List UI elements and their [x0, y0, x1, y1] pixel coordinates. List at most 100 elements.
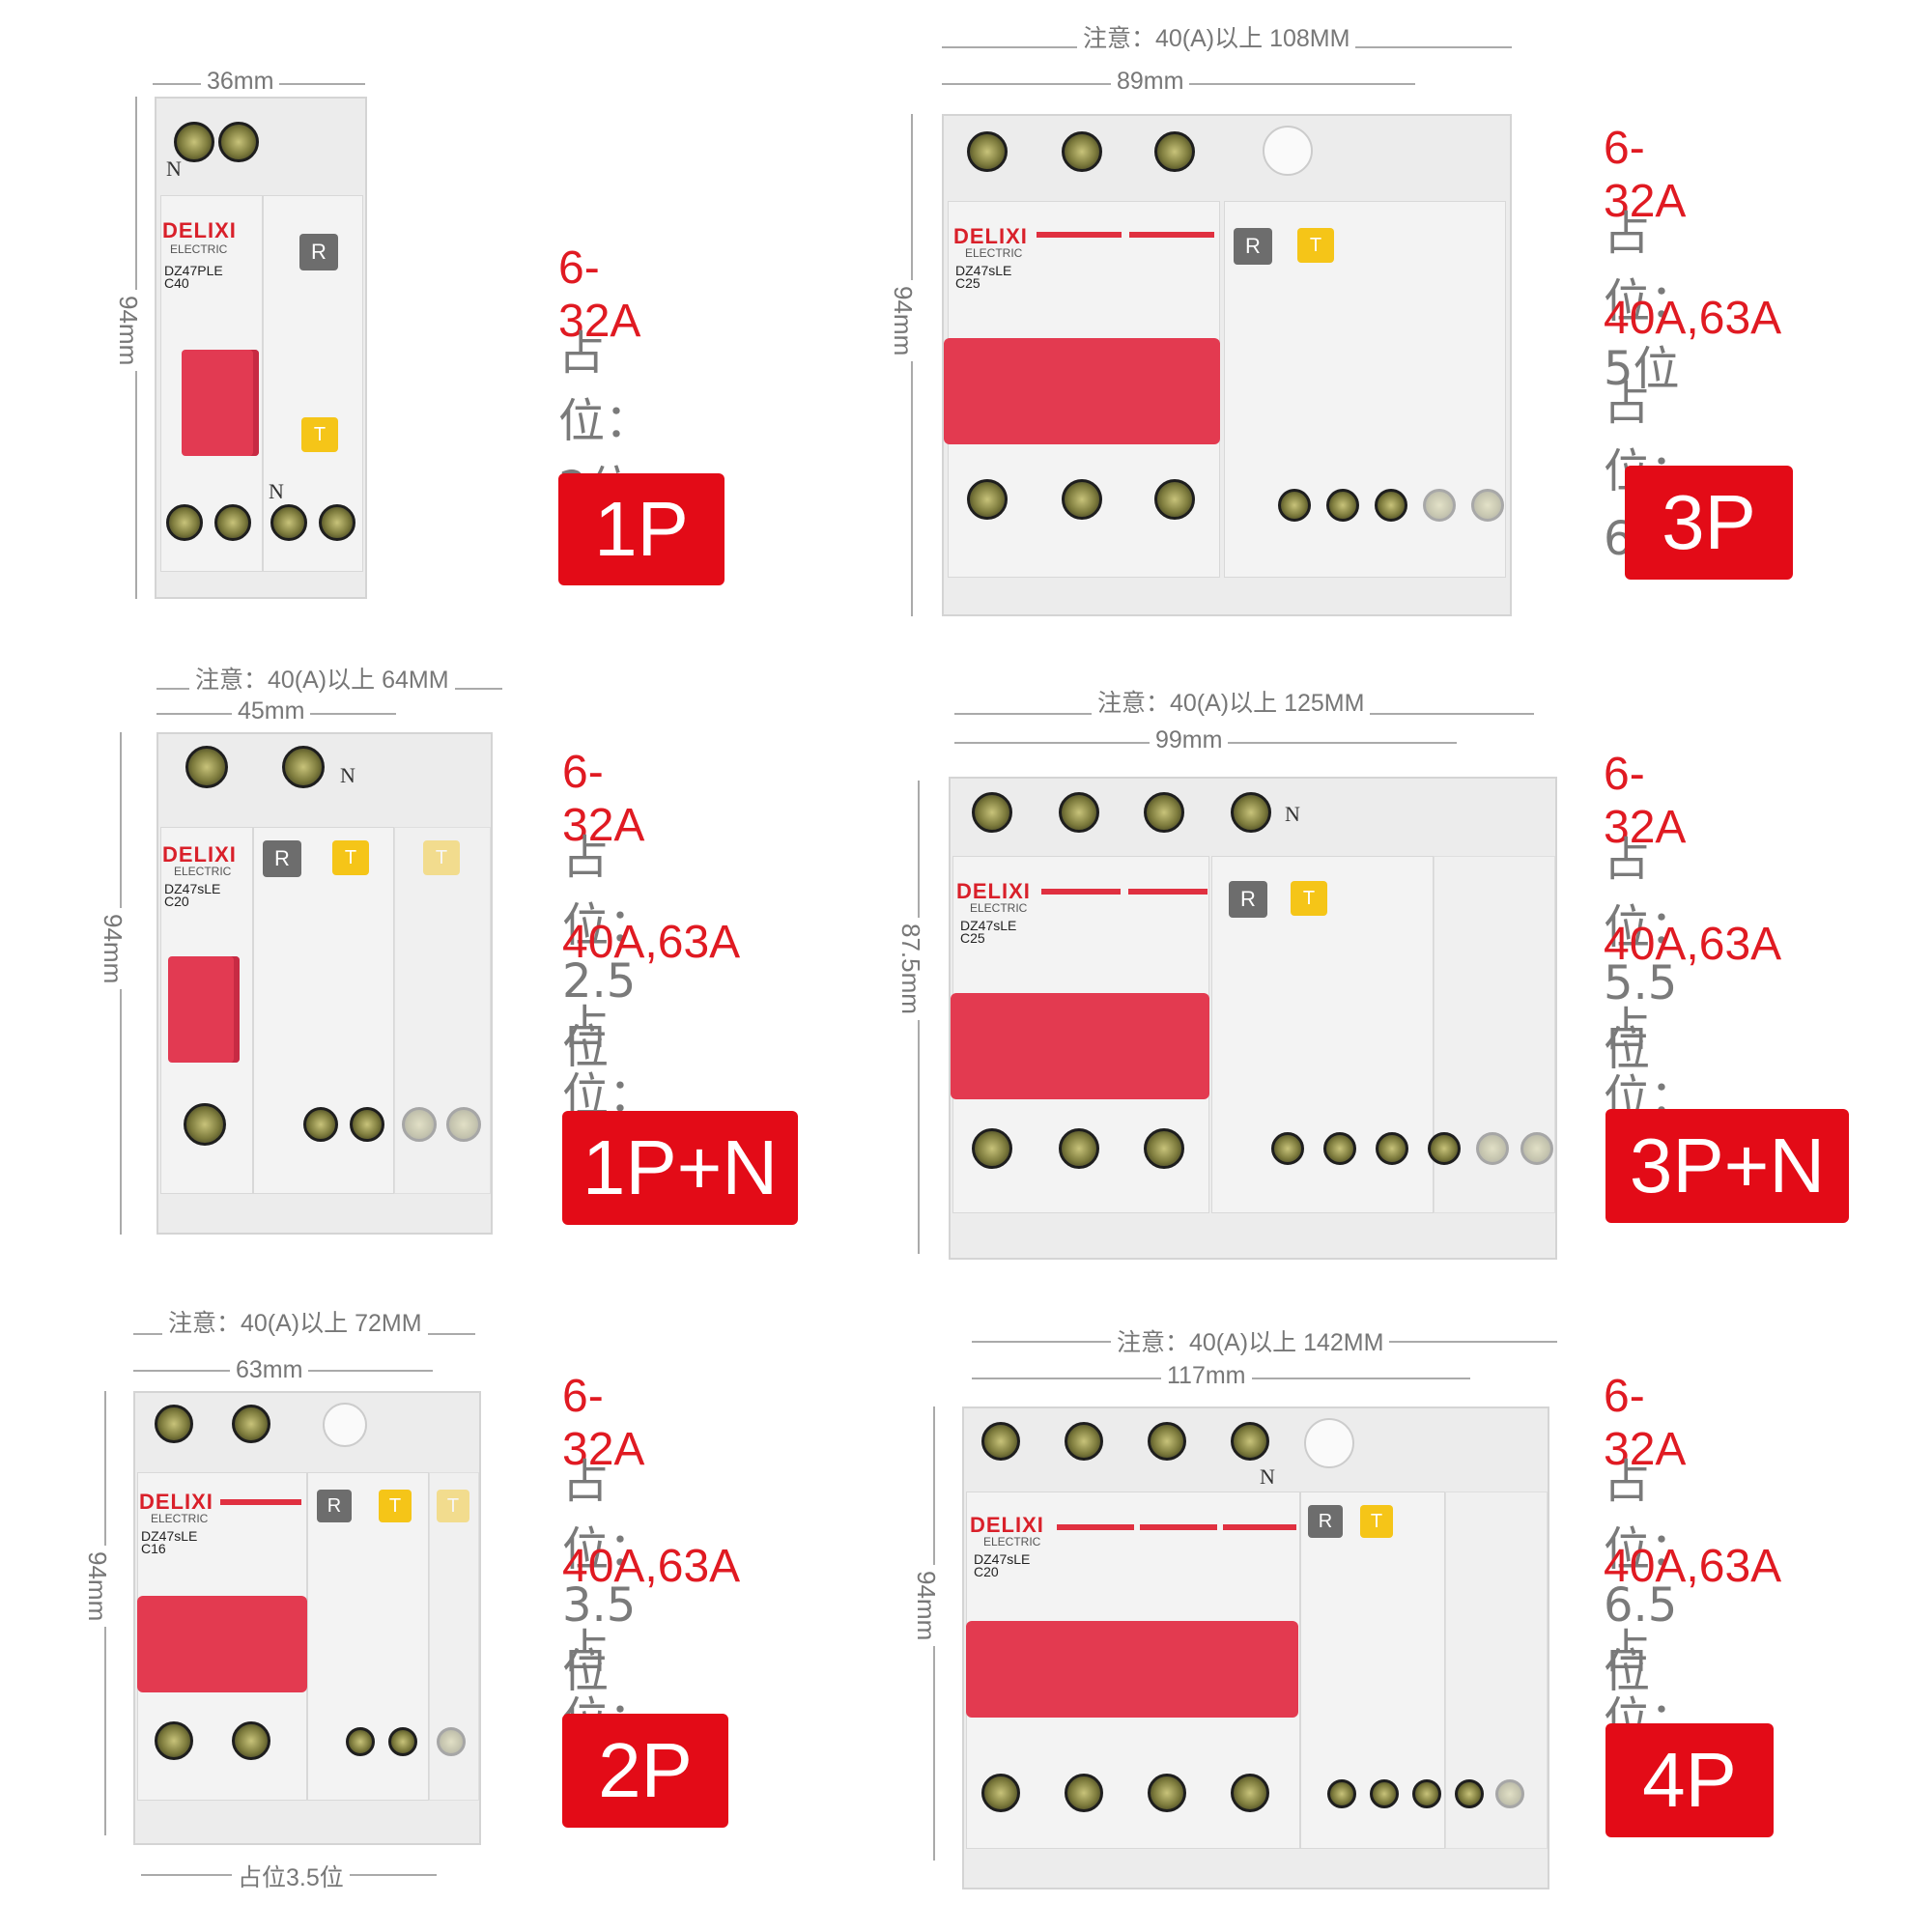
- reset-button: R: [1234, 228, 1272, 265]
- rating-text: 6-32A: [1604, 749, 1687, 853]
- terminal-screw: [972, 792, 1012, 833]
- terminal-screw: [1148, 1422, 1186, 1461]
- width-dimension-label: 89mm: [1111, 68, 1190, 96]
- terminal-screw: [1423, 489, 1456, 522]
- terminal-screw: [1154, 131, 1195, 172]
- width-dimension-label: 117mm: [1161, 1362, 1252, 1390]
- width-dimension-label: 63mm: [230, 1356, 309, 1384]
- rating-text: 40A,63A: [562, 917, 741, 968]
- terminal-screw: [1455, 1779, 1484, 1808]
- pole-stripe: [1041, 889, 1121, 895]
- terminal-screw: [232, 1721, 270, 1760]
- pole-stripe: [1129, 232, 1214, 238]
- test-button: T: [1291, 881, 1327, 916]
- neutral-mark: N: [166, 156, 182, 181]
- model-label: DZ47sLE C20: [164, 881, 221, 909]
- slot-text: 占位：6.5位: [1604, 1455, 1697, 1698]
- reset-button: R: [1308, 1505, 1343, 1538]
- terminal-screw: [1471, 489, 1504, 522]
- toggle-handle: [951, 993, 1209, 1099]
- terminal-screw: [270, 504, 307, 541]
- note-dimension-label: 注意：40(A)以上 142MM: [1111, 1323, 1390, 1358]
- brand-subtitle: ELECTRIC: [174, 865, 232, 878]
- model-label: DZ47PLE C40: [164, 263, 223, 291]
- terminal-screw: [967, 479, 1008, 520]
- terminal-screw: [1476, 1132, 1509, 1165]
- brand-subtitle: ELECTRIC: [965, 246, 1023, 260]
- terminal-screw: [1495, 1779, 1524, 1808]
- terminal-screw: [1231, 1774, 1269, 1812]
- toggle-handle: [168, 956, 240, 1063]
- brand-subtitle: ELECTRIC: [983, 1535, 1041, 1548]
- terminal-screw: [1370, 1779, 1399, 1808]
- rcd-module-extension: [394, 827, 491, 1194]
- terminal-screw: [1062, 479, 1102, 520]
- indicator-window: [323, 1403, 367, 1447]
- terminal-screw: [1428, 1132, 1461, 1165]
- model-label: DZ47sLE C25: [960, 918, 1017, 946]
- model-label: DZ47sLE C25: [955, 263, 1012, 291]
- breaker-2p-image: DELIXI ELECTRIC DZ47sLE C16 R T T: [133, 1391, 481, 1845]
- pole-stripe: [1037, 232, 1122, 238]
- breaker-1pn-image: N DELIXI ELECTRIC DZ47sLE C20 R T T: [156, 732, 493, 1235]
- rating-text: 40A,63A: [1604, 919, 1782, 970]
- pole-stripe: [1223, 1524, 1296, 1530]
- pole-badge: 3P: [1625, 466, 1793, 580]
- terminal-screw: [155, 1721, 193, 1760]
- rating-text: 40A,63A: [562, 1541, 741, 1592]
- slot-text: 占位：2.5位: [562, 831, 656, 1074]
- bottom-dimension-label: 占位3.5位: [232, 1859, 350, 1893]
- brand-subtitle: ELECTRIC: [170, 242, 228, 256]
- rcd-module: [1224, 201, 1506, 578]
- neutral-mark: N: [1260, 1464, 1275, 1489]
- terminal-screw: [1375, 489, 1407, 522]
- pole-stripe: [220, 1499, 301, 1505]
- terminal-screw: [1148, 1774, 1186, 1812]
- neutral-mark: N: [340, 763, 355, 787]
- slot-text: 占位：3.5位: [562, 1455, 656, 1698]
- model-label: DZ47sLE C16: [141, 1528, 198, 1556]
- terminal-screw: [1065, 1422, 1103, 1461]
- note-dimension-label: 注意：40(A)以上 108MM: [1077, 19, 1356, 54]
- height-dimension-label: 94mm: [888, 280, 918, 362]
- terminal-screw: [1271, 1132, 1304, 1165]
- rating-text: 40A,63A: [1604, 1541, 1782, 1592]
- test-button: T: [423, 840, 460, 875]
- reset-button: R: [1229, 881, 1267, 918]
- note-dimension-label: 注意：40(A)以上 72MM: [162, 1304, 428, 1339]
- brand-logo: DELIXI: [139, 1490, 213, 1514]
- terminal-screw: [1154, 479, 1195, 520]
- test-button: T: [437, 1490, 469, 1522]
- terminal-screw: [155, 1405, 193, 1443]
- terminal-screw: [981, 1422, 1020, 1461]
- height-dimension-line: [911, 114, 913, 616]
- terminal-screw: [1520, 1132, 1553, 1165]
- height-dimension-label: 94mm: [98, 908, 128, 990]
- terminal-screw: [446, 1107, 481, 1142]
- terminal-screw: [232, 1405, 270, 1443]
- toggle-handle: [966, 1621, 1298, 1718]
- pole-badge: 1P+N: [562, 1111, 798, 1225]
- height-dimension-label: 94mm: [113, 290, 143, 372]
- reset-button: R: [263, 840, 301, 877]
- rating-text: 6-32A: [1604, 123, 1687, 227]
- rating-text: 6-32A: [558, 242, 641, 347]
- note-dimension-label: 注意：40(A)以上 64MM: [189, 661, 455, 696]
- toggle-handle: [137, 1596, 307, 1692]
- neutral-mark: N: [269, 479, 284, 503]
- height-dimension-label: 94mm: [911, 1565, 941, 1647]
- rating-text: 40A,63A: [1604, 293, 1782, 344]
- pole-stripe: [1140, 1524, 1217, 1530]
- terminal-screw: [1065, 1774, 1103, 1812]
- terminal-screw: [1278, 489, 1311, 522]
- breaker-3p-image: DELIXI ELECTRIC DZ47sLE C25 R T: [942, 114, 1512, 616]
- indicator-window: [1263, 126, 1313, 176]
- breaker-4p-image: N DELIXI ELECTRIC DZ47sLE C20 R T: [962, 1406, 1549, 1889]
- pole-badge: 2P: [562, 1714, 728, 1828]
- test-button: T: [379, 1490, 412, 1522]
- terminal-screw: [388, 1727, 417, 1756]
- width-dimension-label: 36mm: [201, 68, 280, 96]
- terminal-screw: [402, 1107, 437, 1142]
- pole-stripe: [1057, 1524, 1134, 1530]
- pole-stripe: [1128, 889, 1208, 895]
